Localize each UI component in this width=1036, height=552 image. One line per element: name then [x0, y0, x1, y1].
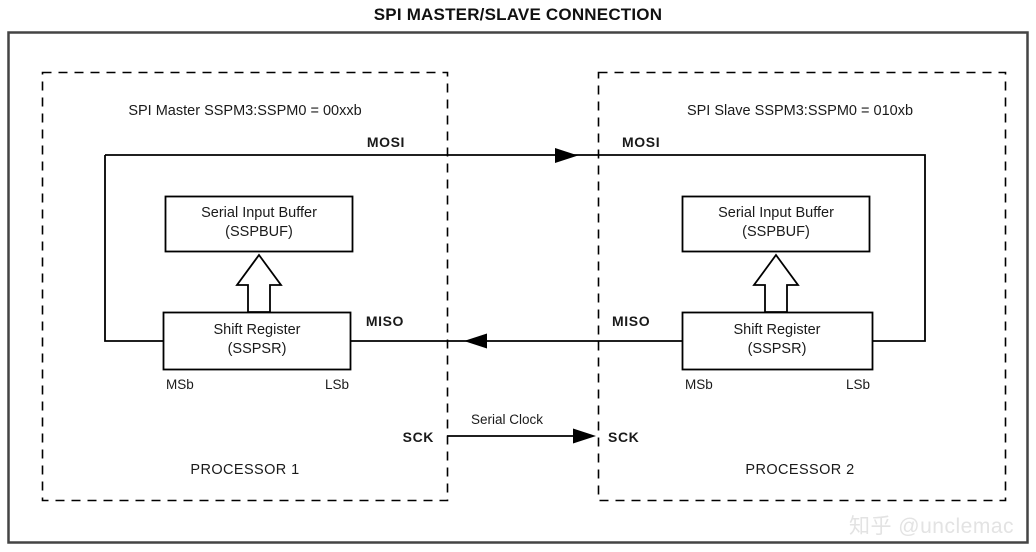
slave-sspbuf-box — [681, 195, 871, 253]
serial-clock-label: Serial Clock — [471, 412, 543, 427]
master-miso-label: MISO — [366, 313, 404, 329]
slave-sspsr-label-1: Shift Register — [733, 322, 820, 338]
slave-lsb-label: LSb — [846, 377, 870, 392]
outer-frame — [7, 31, 1029, 544]
master-msb-label: MSb — [166, 377, 194, 392]
slave-header-prefix: SPI Slave SSPM3:SSPM0 = — [687, 103, 874, 119]
processor-2-boundary — [597, 71, 1007, 502]
slave-mosi-label: MOSI — [622, 134, 660, 150]
processor-2-label: PROCESSOR 2 — [745, 462, 854, 478]
slave-sck-label: SCK — [608, 429, 639, 445]
slave-header-value: 010xb — [874, 103, 914, 119]
master-sspbuf-box — [164, 195, 354, 253]
miso-arrowhead — [464, 333, 487, 349]
serial-clock-arrowhead — [573, 428, 596, 444]
slave-sspbuf-label-1: Serial Input Buffer — [718, 205, 834, 221]
master-header-value: 00xxb — [323, 103, 362, 119]
slave-sspsr-box — [681, 311, 874, 371]
master-sspbuf-label-2: (SSPBUF) — [225, 224, 293, 240]
master-header-prefix: SPI Master SSPM3:SSPM0 = — [128, 103, 323, 119]
master-sspsr-label-2: (SSPSR) — [228, 341, 287, 357]
slave-sspbuf-label-2: (SSPBUF) — [742, 224, 810, 240]
processor-1-label: PROCESSOR 1 — [190, 462, 299, 478]
master-header: SPI Master SSPM3:SSPM0 = 00xxb — [128, 103, 361, 119]
master-lsb-label: LSb — [325, 377, 349, 392]
slave-sspsr-label-2: (SSPSR) — [748, 341, 807, 357]
slave-mosi-wire — [670, 154, 926, 342]
mosi-arrowhead — [555, 148, 578, 163]
slave-miso-label: MISO — [612, 313, 650, 329]
master-sck-label: SCK — [403, 429, 434, 445]
watermark: 知乎 @unclemac — [848, 515, 1014, 538]
master-sspsr-box — [162, 311, 352, 371]
master-mosi-label: MOSI — [367, 134, 405, 150]
slave-header: SPI Slave SSPM3:SSPM0 = 010xb — [687, 103, 913, 119]
master-sspbuf-label-1: Serial Input Buffer — [201, 205, 317, 221]
slave-msb-label: MSb — [685, 377, 713, 392]
page-title: SPI MASTER/SLAVE CONNECTION — [373, 5, 663, 24]
master-sspsr-label-1: Shift Register — [213, 322, 300, 338]
master-mosi-wire — [104, 155, 163, 342]
